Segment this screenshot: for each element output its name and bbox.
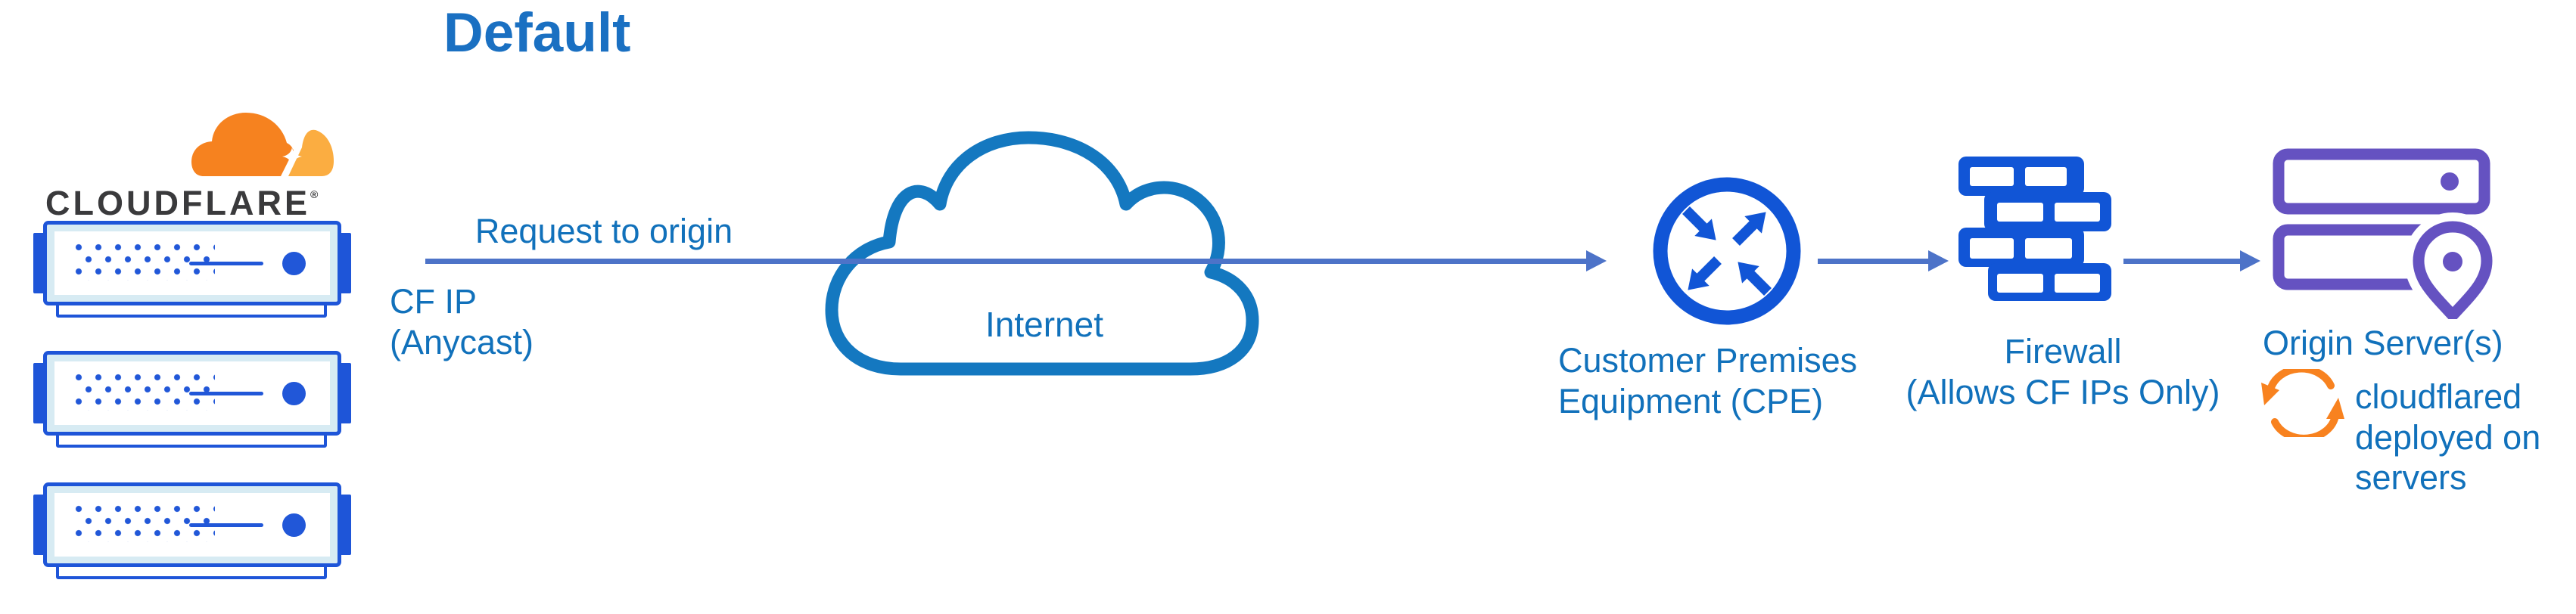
origin-rack-top <box>2273 148 2490 215</box>
internet-label: Internet <box>985 305 1103 344</box>
server-panel <box>54 361 330 425</box>
server-rack-icon-3 <box>33 482 351 584</box>
cpe-label-line1: Customer Premises <box>1558 341 1858 380</box>
request-arrow-head-icon <box>1586 250 1607 271</box>
cf-ip-anycast-label: CF IP (Anycast) <box>390 281 534 362</box>
server-slot-line <box>189 392 263 395</box>
firewall-label-line1: Firewall <box>2004 332 2122 371</box>
internet-cloud-icon <box>825 131 1259 376</box>
cloudflare-logo-icon <box>191 113 334 176</box>
cloudflare-wordmark-text: CLOUDFLARE <box>45 184 310 222</box>
firewall-label: Firewall (Allows CF IPs Only) <box>1892 331 2234 412</box>
server-led <box>282 382 306 405</box>
firewall-label-line2: (Allows CF IPs Only) <box>1906 372 2220 411</box>
sync-arrow-head-left <box>2261 383 2279 405</box>
cpe-router-icon <box>1653 177 1801 325</box>
firewall-to-origin-line <box>2123 259 2240 264</box>
page-title: Default <box>443 2 631 64</box>
server-slot-line <box>189 523 263 527</box>
cpe-label-line2: Equipment (CPE) <box>1558 381 1824 420</box>
server-body <box>43 351 341 436</box>
sync-icon <box>2261 369 2344 437</box>
cloudflare-logo-light-lobe <box>288 129 334 176</box>
cpe-arrow-outward-topright <box>1732 212 1766 246</box>
server-led <box>282 252 306 275</box>
server-tab-left <box>33 233 46 293</box>
cpe-label: Customer Premises Equipment (CPE) <box>1558 340 1921 421</box>
firewall-to-origin-arrow-head-icon <box>2240 250 2260 271</box>
cpe-arrow-outward-bottomleft <box>1688 256 1722 290</box>
server-body <box>43 482 341 567</box>
request-arrow-label: Request to origin <box>474 212 733 250</box>
origin-servers-label: Origin Server(s) <box>2263 324 2503 362</box>
server-tab-left <box>33 363 46 423</box>
cloudflare-logo-dark-cloud <box>191 113 294 176</box>
origin-servers-icon <box>2273 148 2494 319</box>
server-tab-right <box>338 233 351 293</box>
cpe-arrow-inward-bottomright <box>1738 262 1772 296</box>
firewall-icon <box>1958 157 2111 301</box>
location-pin-dot <box>2443 252 2462 271</box>
cpe-to-firewall-line <box>1818 259 1928 264</box>
cpe-to-firewall-arrow-head-icon <box>1928 250 1949 271</box>
cf-ip-line: CF IP <box>390 282 478 321</box>
origin-rack-top-led <box>2441 172 2459 191</box>
server-slot-line <box>189 262 263 265</box>
cloudflare-logo-flare-icon <box>282 147 302 166</box>
server-tab-right <box>338 363 351 423</box>
cpe-arrow-inward-topleft <box>1682 206 1716 240</box>
server-tab-left <box>33 495 46 555</box>
registered-trademark-symbol: ® <box>310 188 319 200</box>
server-led <box>282 513 306 537</box>
server-rack-icon-2 <box>33 351 351 452</box>
server-panel <box>54 231 330 295</box>
sync-arrow-head-right <box>2326 398 2344 419</box>
cloudflare-wordmark: CLOUDFLARE® <box>45 184 356 223</box>
server-panel <box>54 493 330 557</box>
server-body <box>43 221 341 305</box>
request-arrow-line <box>425 259 1586 264</box>
server-tab-right <box>338 495 351 555</box>
anycast-line: (Anycast) <box>390 322 534 361</box>
cloudflared-annotation: cloudflared deployed on servers <box>2355 377 2541 498</box>
server-rack-icon-1 <box>33 221 351 322</box>
